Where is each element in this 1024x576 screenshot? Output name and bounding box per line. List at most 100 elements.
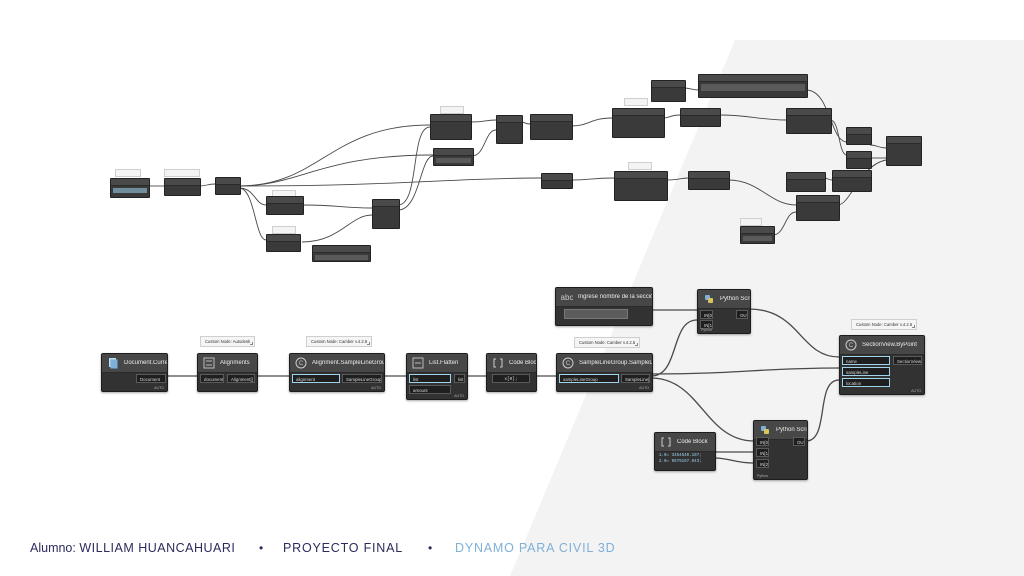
overview-node xyxy=(796,195,840,221)
footer-course: DYNAMO PARA CIVIL 3D xyxy=(455,541,616,555)
overview-note xyxy=(740,218,762,226)
node-samplelinegroup-samplelines[interactable]: C SampleLineGroup.SampleLines sampleLineG… xyxy=(556,353,653,392)
input-port-in0[interactable]: IN[0] xyxy=(756,437,769,446)
overview-node xyxy=(312,245,371,262)
input-port-location[interactable]: location xyxy=(842,378,890,387)
custom-node-icon: C xyxy=(562,357,574,369)
footer-student: Alumno: WILLIAM HUANCAHUARI xyxy=(30,541,235,555)
footer-separator: • xyxy=(259,541,264,555)
overview-node xyxy=(612,108,665,138)
output-port-document[interactable]: Document xyxy=(136,374,166,383)
overview-node xyxy=(680,108,721,127)
output-port-sampleline[interactable]: SampleLine[] xyxy=(621,374,650,383)
overview-node xyxy=(832,170,872,192)
overview-node xyxy=(688,171,730,190)
input-port-in1[interactable]: IN[1] xyxy=(756,448,769,457)
input-port-in0[interactable]: IN[0] xyxy=(700,310,713,319)
node-code-block-2[interactable]: Code Block 1.0= 3454540.107; 2.0= 967919… xyxy=(654,432,716,471)
overview-node xyxy=(786,172,826,192)
output-port-alignment[interactable]: Alignment[] xyxy=(227,374,255,383)
input-port-list[interactable]: list xyxy=(409,374,451,383)
input-port-document[interactable]: document xyxy=(200,374,224,383)
note-document-current: Custom Node: Autodesk xyxy=(200,336,256,347)
output-port-out[interactable]: OUT xyxy=(736,310,748,319)
node-string-input[interactable]: abc Ingrese nombre de la sección xyxy=(555,287,653,326)
lacing-label: AUTO xyxy=(371,386,381,390)
note-sample-line-views: Custom Node: Camber v.4.2.6 xyxy=(574,337,641,348)
node-sectionview-bypoint[interactable]: C SectionView.ByPoint name sampleLine loc… xyxy=(839,335,925,395)
code-block-icon xyxy=(493,358,503,368)
lacing-label: AUTO xyxy=(154,386,164,390)
node-footer-label: Python xyxy=(701,328,713,332)
overview-note xyxy=(272,226,296,234)
overview-note xyxy=(628,162,652,170)
overview-node xyxy=(496,115,523,144)
output-port-samplelinegroup[interactable]: SampleLineGroup[] xyxy=(342,374,382,383)
overview-node xyxy=(614,171,668,201)
input-port-samplelinegroup[interactable]: sampleLineGroup xyxy=(559,374,619,383)
overview-node xyxy=(886,136,922,166)
node-footer-label: Python xyxy=(757,474,769,478)
svg-text:C: C xyxy=(849,343,854,349)
overview-note xyxy=(624,98,648,106)
node-title: Alignments xyxy=(220,360,250,366)
code-line-2[interactable]: 2.0= 9679197.943; xyxy=(659,460,702,464)
input-port-sampleline[interactable]: sampleLine xyxy=(842,367,890,376)
footer-separator: • xyxy=(428,541,433,555)
input-port-in2[interactable]: IN[2] xyxy=(756,459,769,468)
list-icon xyxy=(203,357,215,369)
code-block-icon xyxy=(661,437,671,447)
input-port-name[interactable]: name xyxy=(842,356,890,365)
overview-note xyxy=(115,169,141,177)
note-section-view: Custom Node: Camber v.4.2.6 xyxy=(851,319,918,330)
node-code-block-1[interactable]: Code Block x[0]; xyxy=(486,353,537,392)
input-port-amount[interactable]: amount xyxy=(409,385,451,394)
node-document-current[interactable]: Document.Current Document AUTO xyxy=(101,353,168,392)
overview-node xyxy=(433,148,474,166)
input-port-in1[interactable]: IN[1] xyxy=(700,320,713,329)
string-input-field[interactable] xyxy=(564,309,628,319)
node-title: Python Script xyxy=(720,296,750,302)
overview-node xyxy=(164,178,201,196)
node-list-flatten[interactable]: List.Flatten list amount list AUTO xyxy=(406,353,468,400)
python-icon xyxy=(705,295,713,303)
output-port-sectionview[interactable]: SectionView xyxy=(893,356,922,365)
string-icon: abc xyxy=(561,293,573,302)
node-title: SampleLineGroup.SampleLines xyxy=(579,360,652,366)
node-python-script-2[interactable]: Python Script IN[0] IN[1] IN[2] OUT Pyth… xyxy=(753,420,808,480)
node-title: Code Block xyxy=(509,360,536,366)
input-port-alignment[interactable]: alignment xyxy=(292,374,340,383)
list-flatten-icon xyxy=(412,357,424,369)
overview-node xyxy=(372,199,400,229)
node-python-script-1[interactable]: Python Script IN[0] IN[1] OUT Python xyxy=(697,289,751,334)
node-alignments[interactable]: Alignments document Alignment[] xyxy=(197,353,258,392)
node-title: Ingrese nombre de la sección xyxy=(578,294,652,300)
output-port-out[interactable]: OUT xyxy=(793,437,805,446)
code-line-1[interactable]: 1.0= 3454540.107; xyxy=(659,454,702,458)
overview-node xyxy=(740,226,775,244)
output-port-list[interactable]: list xyxy=(454,374,465,383)
overview-node xyxy=(698,74,808,98)
svg-text:C: C xyxy=(566,361,571,367)
node-title: Code Block xyxy=(677,439,708,445)
overview-node xyxy=(846,127,872,145)
overview-node xyxy=(846,151,872,169)
overview-node xyxy=(215,177,241,195)
lacing-label: AUTO xyxy=(639,386,649,390)
svg-text:C: C xyxy=(299,361,304,367)
overview-node xyxy=(651,80,686,102)
overview-node xyxy=(530,114,573,140)
code-block-text[interactable]: x[0]; xyxy=(492,374,530,383)
python-icon xyxy=(761,426,769,434)
document-icon xyxy=(109,358,118,369)
footer-student-name: WILLIAM HUANCAHUARI xyxy=(79,541,236,555)
node-title: Python Script xyxy=(776,427,807,433)
node-title: SectionView.ByPoint xyxy=(862,342,917,348)
svg-text:abc: abc xyxy=(561,293,573,302)
overview-node xyxy=(266,196,304,215)
lacing-label: AUTO xyxy=(454,394,464,398)
overview-node xyxy=(786,108,832,134)
